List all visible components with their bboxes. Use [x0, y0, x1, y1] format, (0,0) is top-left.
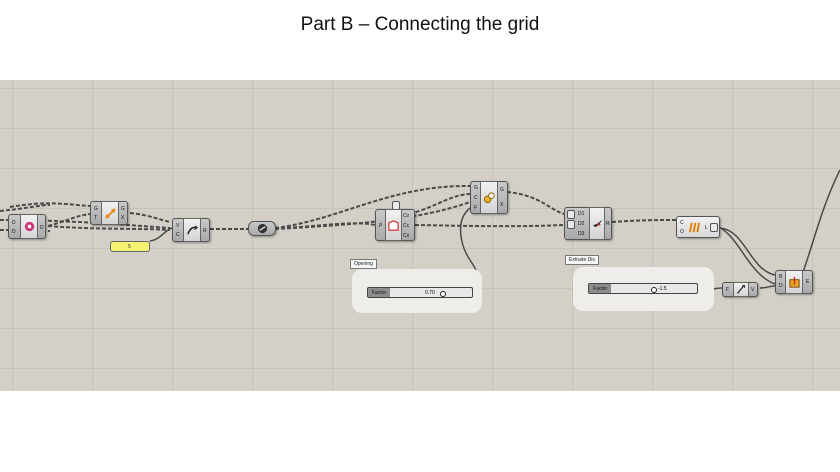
port-label: G: [500, 187, 504, 193]
port-label: C: [176, 232, 180, 238]
port-label: L: [705, 225, 708, 231]
port-label: Cv: [403, 213, 410, 219]
curve-arrow-icon: [186, 224, 198, 234]
component-core: [480, 181, 498, 214]
port-label: D: [779, 283, 783, 289]
port-label: C: [680, 220, 684, 226]
wire: [799, 169, 840, 281]
port-label: X: [500, 202, 504, 208]
wire: [0, 204, 51, 212]
port-label: Cc: [403, 223, 410, 229]
port-label: G: [474, 185, 478, 191]
component-core: [101, 201, 119, 225]
panel-value: 5: [128, 244, 131, 250]
component-10[interactable]: B D E: [775, 270, 813, 294]
wire: [611, 219, 677, 223]
port-label: X: [121, 215, 125, 221]
wire: [274, 222, 376, 229]
component-core: [733, 282, 749, 297]
wire: [47, 225, 171, 231]
graph-mapper-icon: [257, 223, 268, 234]
port-label: F: [726, 287, 730, 293]
component-core: [385, 209, 402, 241]
slider-value: -1.5: [658, 285, 667, 292]
wire: [274, 201, 471, 230]
extrude-icon: [788, 276, 800, 288]
port-label: D2: [578, 221, 585, 227]
port-label: F: [474, 205, 478, 211]
wire: [409, 193, 471, 215]
parameter-toggle-icon[interactable]: [567, 220, 575, 229]
port-label: D: [40, 225, 44, 231]
rectangle-icon: [388, 219, 399, 231]
port-label: R: [203, 228, 207, 234]
component-5[interactable]: P Cv Cc Cx: [375, 201, 415, 241]
component-core: [20, 214, 38, 239]
port-label: D1: [578, 211, 585, 217]
port-label: R: [606, 221, 610, 227]
port-label: G: [121, 206, 125, 212]
slider-label: Factor: [589, 284, 612, 293]
component-6[interactable]: G C F G X: [470, 181, 508, 214]
component-core: [785, 270, 803, 294]
wire: [759, 285, 776, 289]
component-4[interactable]: [248, 221, 276, 236]
component-core: [183, 218, 201, 242]
extrude-group-label: Extrude Dis: [565, 255, 599, 265]
wire: [47, 213, 91, 227]
component-7[interactable]: D1 D2 D3 R: [564, 207, 612, 240]
wire: [9, 202, 91, 208]
port-label: V: [751, 287, 755, 293]
port-label: D: [12, 229, 16, 235]
slide-title: Part B – Connecting the grid: [300, 14, 540, 35]
slider-value: 0.70: [425, 289, 435, 296]
port-label: D: [12, 220, 16, 226]
opening-factor-slider[interactable]: Factor 0.70: [367, 287, 473, 298]
slider-knob[interactable]: [440, 291, 446, 297]
component-3[interactable]: V C R: [172, 218, 210, 242]
component-core: [589, 207, 605, 240]
parameter-toggle-icon[interactable]: [710, 223, 718, 232]
hummingbird-icon: [592, 219, 602, 228]
wire: [721, 228, 776, 285]
component-9[interactable]: F V: [722, 282, 758, 297]
slider-knob[interactable]: [651, 287, 657, 293]
loft-icon: [688, 222, 701, 233]
component-2[interactable]: G T G X: [90, 201, 128, 225]
port-label: O: [680, 229, 684, 235]
port-label: T: [94, 215, 98, 221]
opening-group-label: Opening: [350, 259, 377, 269]
wire: [719, 227, 776, 276]
wire: [414, 224, 565, 228]
port-label: E: [806, 279, 810, 285]
number-panel[interactable]: 5: [110, 241, 150, 252]
amplitude-icon: [736, 285, 745, 294]
port-label: C: [474, 195, 478, 201]
extrude-factor-slider[interactable]: Factor -1.5: [588, 283, 698, 294]
pink-gear-icon: [24, 221, 34, 232]
scale-icon: [483, 192, 495, 204]
parameter-toggle-icon[interactable]: [567, 210, 575, 219]
wire: [506, 191, 565, 215]
slider-label: Factor: [368, 288, 391, 297]
orange-move-icon: [104, 207, 116, 219]
grasshopper-canvas[interactable]: D D D G T G X 5 V C R P: [0, 80, 840, 391]
component-1[interactable]: D D D: [8, 214, 46, 239]
port-label: P: [379, 223, 383, 229]
port-label: D3: [578, 231, 585, 237]
wire: [149, 227, 173, 242]
port-label: G: [94, 206, 98, 212]
port-label: V: [176, 223, 180, 229]
port-label: B: [779, 274, 783, 280]
wire: [129, 212, 171, 223]
port-label: Cx: [403, 233, 410, 239]
component-8[interactable]: C O L: [676, 216, 720, 238]
